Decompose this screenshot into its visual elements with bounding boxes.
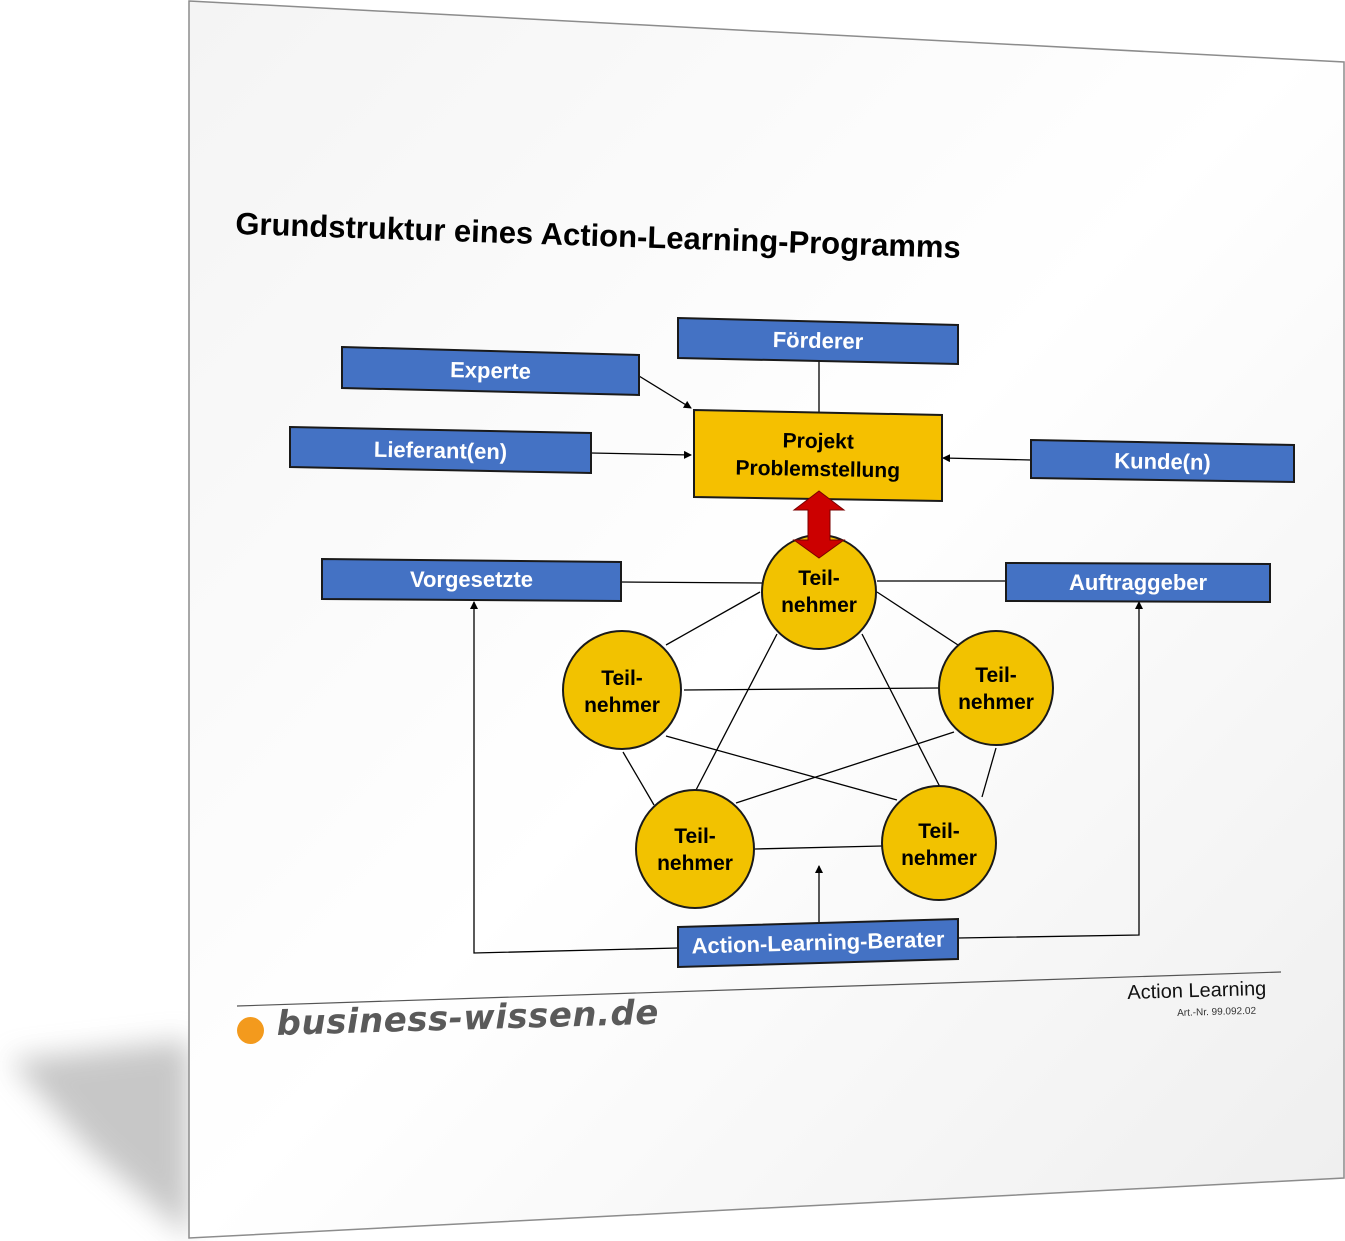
participant-label-bottom-right: Teil- nehmer [882,818,996,872]
paper [188,0,1345,1239]
participant-line-1: Teil- [918,820,960,843]
participant-bottom-left [635,789,755,909]
brand-name: business-wissen.de [276,992,660,1044]
participant-circles [562,534,1054,909]
participant-network-lines [622,591,997,850]
participant-line-1: Teil- [674,825,716,848]
participant-label-bottom-left: Teil- nehmer [636,823,754,877]
label-kunde: Kunde(n) [1114,448,1211,475]
participant-label-right: Teil- nehmer [939,662,1053,716]
footer-doc-title: Action Learning [1127,977,1267,1004]
label-experte: Experte [449,357,532,384]
participant-bottom-right [881,785,997,901]
box-auftraggeber [1005,561,1271,604]
projekt-line-2: Problemstellung [735,456,901,483]
projekt-line-1: Projekt [782,429,855,454]
label-auftraggeber: Auftraggeber [1068,570,1208,595]
participant-line-2: nehmer [958,691,1034,714]
label-berater: Action-Learning-Berater [691,926,945,959]
footer-rule [236,971,1282,1007]
box-lieferant [289,425,592,475]
box-kunde [1030,438,1295,484]
brand-dot-icon [237,1017,264,1044]
label-vorgesetzte: Vorgesetzte [409,567,534,592]
participant-line-2: nehmer [657,852,733,875]
box-berater [677,917,959,969]
participant-line-2: nehmer [584,694,660,717]
label-lieferant: Lieferant(en) [373,436,508,465]
label-foerderer: Förderer [772,326,864,355]
footer-article-number: Art.-Nr. 99.092.02 [1177,1005,1257,1019]
page-title: Grundstruktur eines Action-Learning-Prog… [234,206,962,266]
box-vorgesetzte [321,557,622,603]
label-projekt: Projekt Problemstellung [694,426,943,486]
box-experte [341,345,640,397]
participant-line-1: Teil- [975,664,1017,687]
participant-right [938,630,1054,746]
box-foerderer [677,316,959,366]
role-boxes [289,316,1295,969]
participant-left [562,630,682,750]
connector-lines [470,361,1143,954]
box-projekt [693,408,943,503]
participant-line-1: Teil- [798,567,840,590]
participant-label-left: Teil- nehmer [563,665,681,719]
double-arrow-icon [792,490,846,559]
participant-line-2: nehmer [901,847,977,870]
participant-line-2: nehmer [781,594,857,617]
participant-line-1: Teil- [601,667,643,690]
participant-label-top: Teil- nehmer [762,565,876,619]
